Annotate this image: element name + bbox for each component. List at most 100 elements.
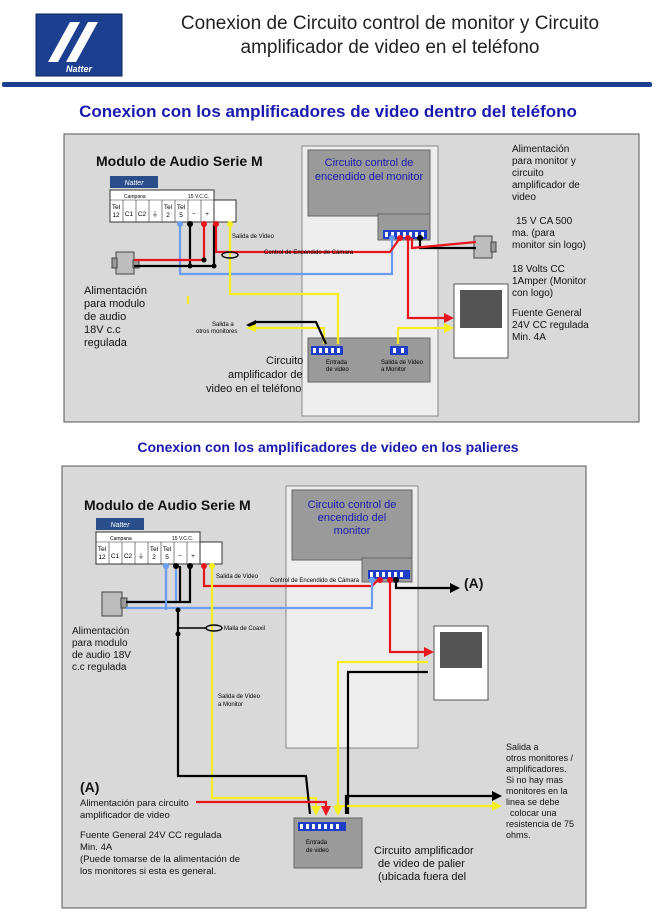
terminal-dividers <box>122 200 202 222</box>
arrow-icon <box>246 324 256 332</box>
marker-a: (A) <box>80 779 99 795</box>
svg-text:c.c regulada: c.c regulada <box>72 662 127 673</box>
svg-text:C1: C1 <box>125 211 134 218</box>
control-camara-label: Control de Encendido de Cámara <box>264 250 354 256</box>
salida-video-label: Salida de Video <box>232 234 275 240</box>
svg-text:Alimentación: Alimentación <box>84 285 147 297</box>
malla-label: Malla de Coaxil <box>224 626 265 632</box>
svg-text:otros monitores /: otros monitores / <box>506 753 574 763</box>
control-circuit-label: encendido del monitor <box>315 171 424 183</box>
svg-text:resistencia de 75: resistencia de 75 <box>506 819 574 829</box>
svg-text:⏚: ⏚ <box>138 552 145 560</box>
alim-left-label: Alimentación para modulo de audio 18V c.… <box>72 626 131 673</box>
section2-title: Conexion con los amplificadores de video… <box>137 439 519 455</box>
svg-text:Fuente General 24V CC regulada: Fuente General 24V CC regulada <box>80 830 222 841</box>
svg-text:⏚: ⏚ <box>152 210 159 218</box>
svg-text:Tel: Tel <box>163 546 172 553</box>
campanas-label: Campana <box>110 536 132 542</box>
svg-text:2: 2 <box>152 554 156 561</box>
arrow-icon <box>492 791 502 801</box>
svg-text:12: 12 <box>112 212 120 219</box>
svg-text:C2: C2 <box>138 211 147 218</box>
svg-text:18V c.c: 18V c.c <box>84 324 121 336</box>
section1-diagram: Circuito control de encendido del monito… <box>63 133 640 423</box>
svg-text:C2: C2 <box>124 553 133 560</box>
svg-text:Fuente General: Fuente General <box>512 308 582 319</box>
vcc-label: 15 V.C.C. <box>188 194 209 200</box>
svg-text:Circuito amplificador: Circuito amplificador <box>374 845 474 857</box>
svg-text:Si no hay mas: Si no hay mas <box>506 775 564 785</box>
salida-monitor-label: Salida de Video <box>381 360 424 366</box>
amplifier-output-connector <box>390 346 408 355</box>
svg-text:Circuito control de: Circuito control de <box>308 499 397 511</box>
control-camara-label: Control de Encendido de Cámara <box>270 578 360 584</box>
svg-text:Salida a: Salida a <box>506 742 539 752</box>
entrada-video-label: de video <box>306 848 329 854</box>
svg-text:18 Volts CC: 18 Volts CC <box>512 264 565 275</box>
svg-text:1Amper (Monitor: 1Amper (Monitor <box>512 276 587 287</box>
monitor-screen <box>440 632 482 668</box>
svg-text:de video de palier: de video de palier <box>378 858 465 870</box>
arrow-icon <box>424 647 434 657</box>
campanas-label: Campana <box>124 194 146 200</box>
salida-otros-label: Salida a <box>212 322 234 328</box>
power-supply-icon <box>111 257 118 269</box>
amp-label-line-2: amplificador de <box>228 369 303 381</box>
arrow-icon <box>492 801 502 811</box>
module-brand-box <box>110 176 158 188</box>
svg-text:para modulo: para modulo <box>72 638 128 649</box>
svg-text:amplificador de video: amplificador de video <box>80 810 170 821</box>
salida-video-monitor-label: Salida de Video <box>218 694 261 700</box>
svg-text:Tel: Tel <box>164 204 173 211</box>
svg-text:Alimentación: Alimentación <box>72 626 129 637</box>
salida-otros-label: otros monitores <box>196 329 237 335</box>
amplifier-box <box>307 337 431 383</box>
arrow-icon <box>444 323 454 333</box>
coax-loop-icon <box>221 251 239 259</box>
svg-text:linea se debe: linea se debe <box>506 797 560 807</box>
svg-text:5: 5 <box>165 554 169 561</box>
power-supply-right-icon <box>473 235 493 259</box>
module-brand-box <box>96 518 144 530</box>
svg-text:2: 2 <box>166 212 170 219</box>
svg-text:12: 12 <box>98 554 106 561</box>
svg-text:de audio: de audio <box>84 311 126 323</box>
svg-text:Tel: Tel <box>177 204 186 211</box>
svg-text:encendido del: encendido del <box>318 512 387 524</box>
svg-text:ma. (para: ma. (para <box>512 228 555 239</box>
salida-video-label: Salida de Video <box>216 574 259 580</box>
terminal-dividers <box>108 542 188 564</box>
svg-text:(ubicada fuera del: (ubicada fuera del <box>378 871 466 883</box>
power-supply-right-icon <box>490 241 497 253</box>
section1-title: Conexion con los amplificadores de video… <box>79 102 577 121</box>
entrada-video-label: de video <box>326 367 349 373</box>
entrada-video-label: Entrada <box>306 840 328 846</box>
amp-label-line-1: Circuito <box>266 355 303 367</box>
a-alim-label: Alimentación para circuito amplificador … <box>80 798 240 877</box>
module-title: Modulo de Audio Serie M <box>84 497 251 513</box>
power-supply-icon <box>115 251 135 275</box>
svg-text:Tel: Tel <box>112 204 121 211</box>
svg-text:video: video <box>512 192 536 203</box>
module-title: Modulo de Audio Serie M <box>96 153 263 169</box>
salida-monitor-label: a Monitor <box>381 367 406 373</box>
control-connector <box>383 230 427 239</box>
alim-left-label: Alimentación para modulo de audio 18V c.… <box>84 285 147 349</box>
svg-text:5: 5 <box>179 212 183 219</box>
control-circuit-box <box>307 149 431 217</box>
svg-text:Tel: Tel <box>150 546 159 553</box>
terminal-extra <box>213 199 237 223</box>
svg-text:+: + <box>205 211 209 218</box>
svg-text:ohms.: ohms. <box>506 830 531 840</box>
logo-stripe-icon <box>66 22 98 62</box>
power-supply-icon <box>101 591 123 617</box>
svg-text:circuito: circuito <box>512 168 544 179</box>
svg-text:(Puede tomarse de la alimentac: (Puede tomarse de la alimentación de <box>80 854 240 865</box>
svg-text:los monitores si esta es gener: los monitores si esta es general. <box>80 866 216 877</box>
alim-right-label: Alimentación para monitor y circuito amp… <box>512 144 589 343</box>
svg-text:amplificador de: amplificador de <box>512 180 580 191</box>
module-brand: Natter <box>110 522 130 529</box>
svg-text:colocar una: colocar una <box>510 808 557 818</box>
control-circuit-label: Circuito control de <box>325 157 414 169</box>
